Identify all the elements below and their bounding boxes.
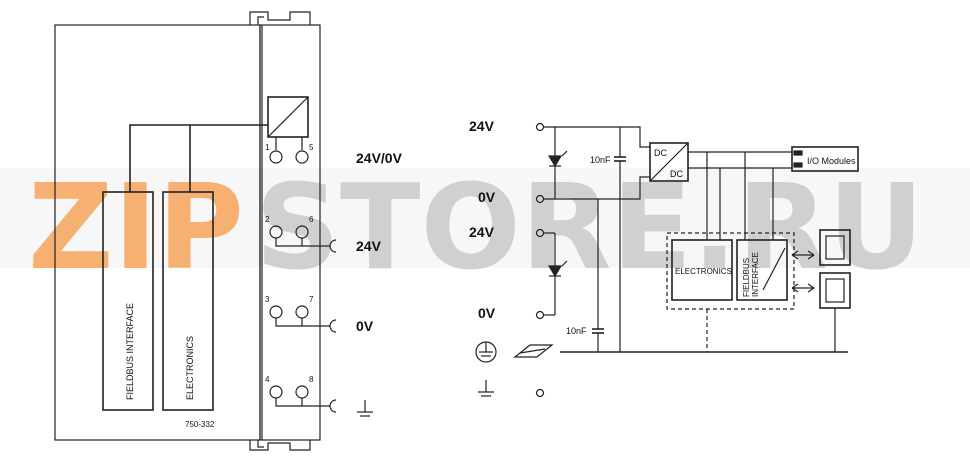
watermark: ZIP STORE.RU xyxy=(0,158,970,296)
electronics-label: ELECTRONICS xyxy=(675,267,732,276)
label-24v-top: 24V xyxy=(469,118,495,134)
input-terminal-24v-top xyxy=(535,122,545,132)
bridge-row2 xyxy=(275,238,330,247)
terminal-3 xyxy=(269,305,283,319)
fieldbus-label-line2: INTERFACE xyxy=(751,252,760,297)
terminal-label-7: 7 xyxy=(309,295,314,304)
io-modules-pin-bottom xyxy=(793,162,803,168)
terminal-label-2: 2 xyxy=(265,215,270,224)
fieldbus-diagonal xyxy=(762,247,786,291)
connector-top-inner xyxy=(825,235,845,260)
arrow-bottom-icon xyxy=(791,283,815,293)
io-modules-label: I/O Modules xyxy=(807,156,856,166)
dcdc-label-top: DC xyxy=(654,148,667,158)
pin-label-supply: 24V/0V xyxy=(356,150,403,166)
label-0v-bottom: 0V xyxy=(478,305,496,321)
bridge-row3 xyxy=(275,318,330,327)
terminal-label-4: 4 xyxy=(265,375,270,384)
terminal-label-3: 3 xyxy=(265,295,270,304)
electronics-block xyxy=(162,191,214,411)
top-latch xyxy=(249,11,311,25)
input-terminal-0v-bottom xyxy=(535,310,545,320)
protective-earth-icon xyxy=(475,341,497,363)
electronics-block-label: ELECTRONICS xyxy=(185,336,195,400)
part-number: 750-332 xyxy=(185,420,215,429)
terminal-1 xyxy=(269,150,283,164)
led-bottom-icon xyxy=(547,265,563,278)
led-bottom-ray xyxy=(561,260,568,267)
dcdc-label-bottom: DC xyxy=(670,169,683,179)
terminal-label-8: 8 xyxy=(309,375,314,384)
rail-0v-top xyxy=(544,176,650,200)
pin-label-24v: 24V xyxy=(356,238,382,254)
top-latch-inner xyxy=(257,16,264,25)
terminal-7 xyxy=(295,305,309,319)
bottom-latch xyxy=(249,440,311,451)
bottom-latch-inner xyxy=(257,440,264,448)
connector-top xyxy=(819,229,851,266)
schematic xyxy=(475,122,859,398)
rail-24v-top xyxy=(544,126,650,148)
converter-diagonal xyxy=(267,96,309,138)
connector-bottom-inner xyxy=(825,278,845,303)
label-0v-top: 0V xyxy=(478,189,496,205)
dcdc-diagonal xyxy=(649,142,689,182)
wire-fieldbus xyxy=(129,124,268,192)
capacitor-top-label: 10nF xyxy=(590,155,611,165)
watermark-orange-text: ZIP xyxy=(28,158,244,296)
fieldbus-block-label: FIELDBUS INTERFACE xyxy=(125,303,135,400)
dashed-enclosure xyxy=(666,232,795,310)
terminal-label-1: 1 xyxy=(265,143,270,152)
fieldbus-label-line1: FIELDBUS xyxy=(742,258,751,297)
dcdc-converter xyxy=(649,142,689,182)
module-drawing xyxy=(54,11,373,451)
input-terminal-ground xyxy=(535,388,545,398)
led-top-icon xyxy=(547,155,563,168)
label-24v-bottom: 24V xyxy=(469,224,495,240)
terminal-label-5: 5 xyxy=(309,143,314,152)
io-modules-pin-top xyxy=(793,150,803,156)
ground-icon xyxy=(357,400,373,417)
clamp-0v xyxy=(329,319,337,333)
electronics-box xyxy=(671,239,733,301)
watermark-gray-text: STORE.RU xyxy=(255,158,924,296)
terminal-strip xyxy=(259,24,321,441)
converter-box xyxy=(267,96,309,138)
ground-symbol-icon xyxy=(478,380,494,397)
terminal-label-6: 6 xyxy=(309,215,314,224)
terminal-5 xyxy=(295,150,309,164)
fieldbus-block xyxy=(102,191,154,411)
input-terminal-24v-bottom xyxy=(535,228,545,238)
clamp-ground xyxy=(329,399,337,413)
capacitor-bottom-label: 10nF xyxy=(566,326,587,336)
terminal-4 xyxy=(269,385,283,399)
bridge-row4 xyxy=(275,398,330,407)
io-modules-box xyxy=(791,146,859,172)
fieldbus-box xyxy=(736,239,788,301)
pin-label-0v: 0V xyxy=(356,318,374,334)
din-rail-icon xyxy=(513,344,554,358)
input-terminal-0v-top xyxy=(535,194,545,204)
clamp-24v xyxy=(329,239,337,253)
terminal-8 xyxy=(295,385,309,399)
arrow-top-icon xyxy=(791,250,815,260)
led-top-ray xyxy=(561,150,568,157)
